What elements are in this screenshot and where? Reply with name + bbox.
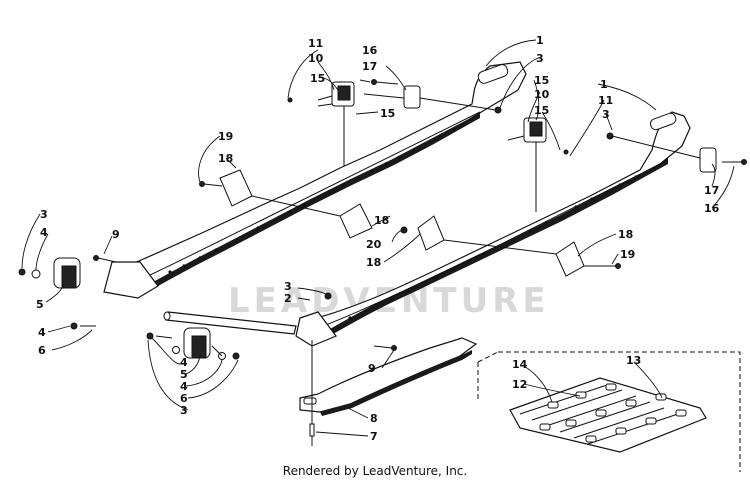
callout-11b: 11	[598, 94, 613, 107]
left-rail-holes	[168, 127, 456, 274]
callout-4a: 4	[40, 226, 48, 239]
track-clips	[539, 383, 687, 443]
front-idler-wheel-left	[53, 257, 81, 289]
callout-3c: 3	[40, 208, 48, 221]
callout-6b: 6	[180, 392, 188, 405]
callouts: 11 10 15 16 17 15 1 3 15 10 15 1 11 3 19…	[36, 34, 720, 443]
fasteners	[18, 79, 747, 446]
callout-3d: 3	[284, 280, 292, 293]
callout-15a: 15	[310, 72, 325, 85]
cross-shaft	[163, 311, 297, 335]
footer-credit: Rendered by LeadVenture, Inc.	[282, 464, 468, 478]
callout-15c: 15	[534, 74, 549, 87]
callout-7: 7	[370, 430, 378, 443]
callout-19a: 19	[218, 130, 233, 143]
callout-11a: 11	[308, 37, 323, 50]
callout-15d: 15	[534, 104, 549, 117]
callout-3a: 3	[536, 52, 544, 65]
left-rail-front-tip	[103, 261, 159, 299]
right-rail-holes	[348, 175, 638, 320]
callout-4c: 4	[180, 356, 188, 369]
callout-18a: 18	[218, 152, 233, 165]
callout-20: 20	[366, 238, 382, 251]
callout-18d: 18	[618, 228, 633, 241]
right-slide-rail	[301, 111, 691, 345]
front-idler-wheel-right	[183, 327, 211, 359]
callout-1a: 1	[536, 34, 544, 47]
callout-17a: 17	[362, 60, 377, 73]
callout-10a: 10	[308, 52, 324, 65]
callout-3b: 3	[602, 108, 610, 121]
callout-9b: 9	[368, 362, 376, 375]
callout-19b: 19	[620, 248, 635, 261]
leader-lines	[21, 39, 735, 437]
callout-4d: 4	[180, 380, 188, 393]
callout-14: 14	[512, 358, 528, 371]
callout-16b: 16	[704, 202, 720, 215]
track-detail	[477, 351, 741, 472]
callout-12: 12	[512, 378, 527, 391]
left-slide-rail	[117, 61, 527, 295]
callout-8: 8	[370, 412, 378, 425]
callout-17b: 17	[704, 184, 719, 197]
wear-strip	[299, 337, 478, 416]
callout-2: 2	[284, 292, 292, 305]
callout-3e: 3	[180, 404, 188, 417]
callout-4b: 4	[38, 326, 46, 339]
callout-5a: 5	[36, 298, 44, 311]
callout-15b: 15	[380, 107, 395, 120]
callout-5b: 5	[180, 368, 188, 381]
assembly-lines	[211, 93, 701, 424]
callout-10b: 10	[534, 88, 550, 101]
callout-13: 13	[626, 354, 641, 367]
spring-mounts	[317, 81, 717, 173]
brackets	[219, 169, 585, 277]
callout-18b: 18	[374, 214, 389, 227]
callout-18c: 18	[366, 256, 381, 269]
callout-16a: 16	[362, 44, 378, 57]
callout-1b: 1	[600, 78, 608, 91]
callout-9a: 9	[112, 228, 120, 241]
right-rail-front-tip	[295, 311, 337, 347]
callout-6a: 6	[38, 344, 46, 357]
